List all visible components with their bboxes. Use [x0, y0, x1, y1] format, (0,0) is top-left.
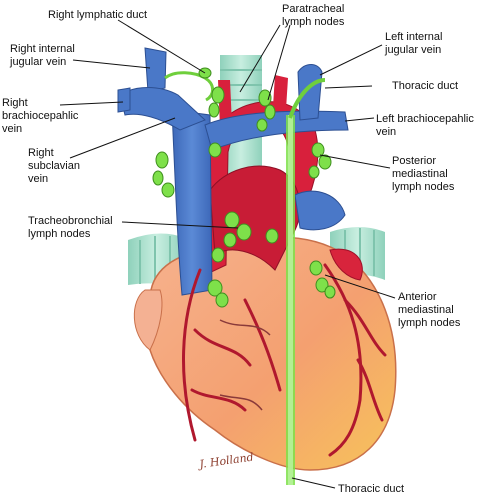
label-paratracheal-nodes: Paratracheal lymph nodes	[282, 3, 347, 28]
coronary-vessels	[182, 263, 387, 457]
lymph-nodes	[152, 67, 336, 308]
right-node	[161, 182, 175, 198]
label-right-internal-jugular-vein: Right internal jugular vein	[9, 43, 78, 68]
right-atrium	[133, 289, 163, 351]
paratracheal-node	[211, 86, 225, 104]
label-thoracic-duct-top: Thoracic duct	[392, 80, 458, 92]
right-node	[155, 151, 169, 169]
label-right-lymphatic-duct: Right lymphatic duct	[48, 9, 147, 21]
posterior-mediastinal-node	[318, 154, 332, 170]
artist-signature: J. Holland	[197, 451, 255, 472]
label-right-brachiocephalic-vein: Right brachiocepahlic vein	[2, 97, 82, 135]
cardiac-veins	[219, 319, 271, 411]
tracheobronchial-node	[211, 247, 225, 263]
right-brachiocephalic-vein	[119, 87, 206, 131]
label-posterior-mediastinal-nodes: Posterior mediastinal lymph nodes	[392, 155, 455, 193]
label-left-brachiocephalic-vein: Left brachiocepahlic vein	[376, 113, 477, 138]
paratracheal-node	[264, 104, 276, 120]
tracheobronchial-node	[215, 292, 229, 308]
tracheobronchial-node	[223, 232, 237, 248]
left-atrial-appendage	[329, 248, 363, 281]
posterior-mediastinal-node	[311, 142, 325, 158]
label-tracheobronchial-nodes: Tracheobronchial lymph nodes	[28, 215, 116, 240]
anterior-mediastinal-node	[324, 285, 336, 299]
label-right-subclavian-vein: Right subclavian vein	[28, 147, 83, 185]
tracheobronchial-node	[236, 223, 252, 241]
right-internal-jugular-vein	[144, 47, 167, 93]
posterior-mediastinal-node	[308, 165, 320, 179]
labels: Right lymphatic duct Paratracheal lymph …	[2, 3, 477, 495]
superior-vena-cava	[171, 109, 213, 296]
left-pulmonary-vessels	[294, 190, 346, 231]
tracheobronchial-node	[265, 228, 279, 244]
tracheobronchial-node	[224, 211, 240, 229]
label-anterior-mediastinal-nodes: Anterior mediastinal lymph nodes	[398, 291, 461, 329]
leader-lines	[59, 19, 396, 489]
anterior-mediastinal-node	[315, 277, 329, 293]
right-node	[208, 142, 222, 158]
label-left-internal-jugular-vein: Left internal jugular vein	[384, 31, 446, 56]
left-brachiocephalic-vein	[204, 110, 349, 151]
paratracheal-node	[208, 102, 220, 118]
anterior-mediastinal-node	[309, 260, 323, 276]
paratracheal-node	[258, 89, 272, 107]
right-subclavian-vein	[117, 87, 131, 113]
tracheobronchial-node	[207, 279, 223, 297]
right-node	[152, 170, 164, 186]
thoracic-duct	[286, 78, 326, 485]
paratracheal-node	[256, 118, 268, 132]
left-internal-jugular-vein	[297, 64, 323, 121]
label-thoracic-duct-bottom: Thoracic duct	[338, 483, 404, 495]
